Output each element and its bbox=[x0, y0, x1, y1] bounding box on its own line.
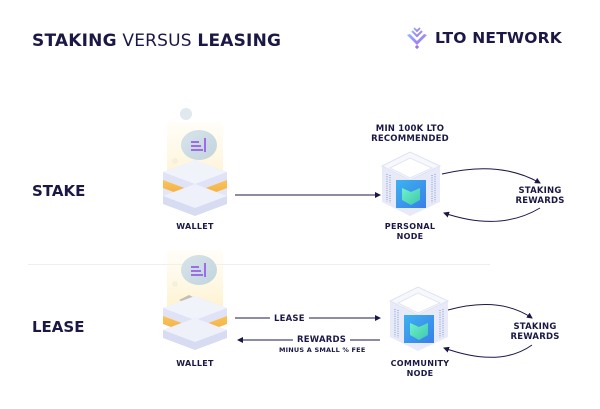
lto-coin-glyph-icon bbox=[191, 138, 206, 152]
lease-wallet-illustration bbox=[163, 250, 227, 350]
stake-row-label: STAKE bbox=[32, 182, 86, 200]
lto-chevron-logo-icon bbox=[407, 27, 427, 50]
stake-wallet-label: WALLET bbox=[176, 222, 214, 231]
rewards-line1: STAKING bbox=[518, 186, 562, 196]
stake-wallet-illustration bbox=[163, 108, 227, 216]
lease-staking-rewards-arrow-out bbox=[447, 304, 533, 319]
logo-text: LTO NETWORK bbox=[435, 29, 563, 47]
lease-arrow-label: LEASE bbox=[270, 314, 309, 324]
node-label-line1: COMMUNITY bbox=[390, 359, 450, 368]
node-note-line1: MIN 100K LTO bbox=[375, 124, 445, 134]
lease-row-label: LEASE bbox=[32, 318, 85, 336]
lease-wallet-label: WALLET bbox=[176, 359, 214, 368]
title-versus: VERSUS bbox=[122, 31, 192, 51]
staking-rewards-arrow-in bbox=[443, 207, 541, 222]
staking-rewards-arrow-out bbox=[441, 168, 541, 184]
node-label-line2: NODE bbox=[396, 232, 424, 241]
lto-coin-glyph-icon bbox=[191, 263, 206, 277]
lease-staking-rewards-arrow-in bbox=[443, 344, 533, 358]
lease-staking-rewards-label: STAKING REWARDS bbox=[500, 322, 570, 342]
personal-node-label: PERSONAL NODE bbox=[370, 222, 450, 242]
personal-node-illustration bbox=[380, 151, 442, 216]
floating-bubble-icon bbox=[180, 108, 192, 120]
node-shield-icon bbox=[402, 188, 420, 205]
rewards-arrow-label: REWARDS bbox=[293, 335, 351, 345]
stake-staking-rewards-label: STAKING REWARDS bbox=[505, 186, 575, 206]
title-staking: STAKING bbox=[32, 31, 117, 51]
community-node-label: COMMUNITY NODE bbox=[380, 359, 460, 379]
community-node-illustration bbox=[388, 286, 450, 351]
lto-network-logo: LTO NETWORK bbox=[405, 27, 563, 50]
rewards-fee-note: MINUS A SMALL % FEE bbox=[279, 346, 366, 354]
page-title: STAKING VERSUS LEASING bbox=[32, 31, 281, 51]
title-leasing: LEASING bbox=[197, 31, 282, 51]
node-shield-icon bbox=[410, 323, 428, 340]
rewards-line2: REWARDS bbox=[515, 196, 565, 206]
node-note-line2: RECOMMENDED bbox=[371, 134, 449, 144]
node-label-line2: NODE bbox=[406, 369, 434, 378]
rewards-line2: REWARDS bbox=[510, 332, 560, 342]
section-divider bbox=[28, 264, 490, 265]
node-minimum-note: MIN 100K LTO RECOMMENDED bbox=[360, 124, 460, 144]
rewards-line1: STAKING bbox=[513, 322, 557, 332]
node-label-line1: PERSONAL bbox=[384, 222, 436, 231]
